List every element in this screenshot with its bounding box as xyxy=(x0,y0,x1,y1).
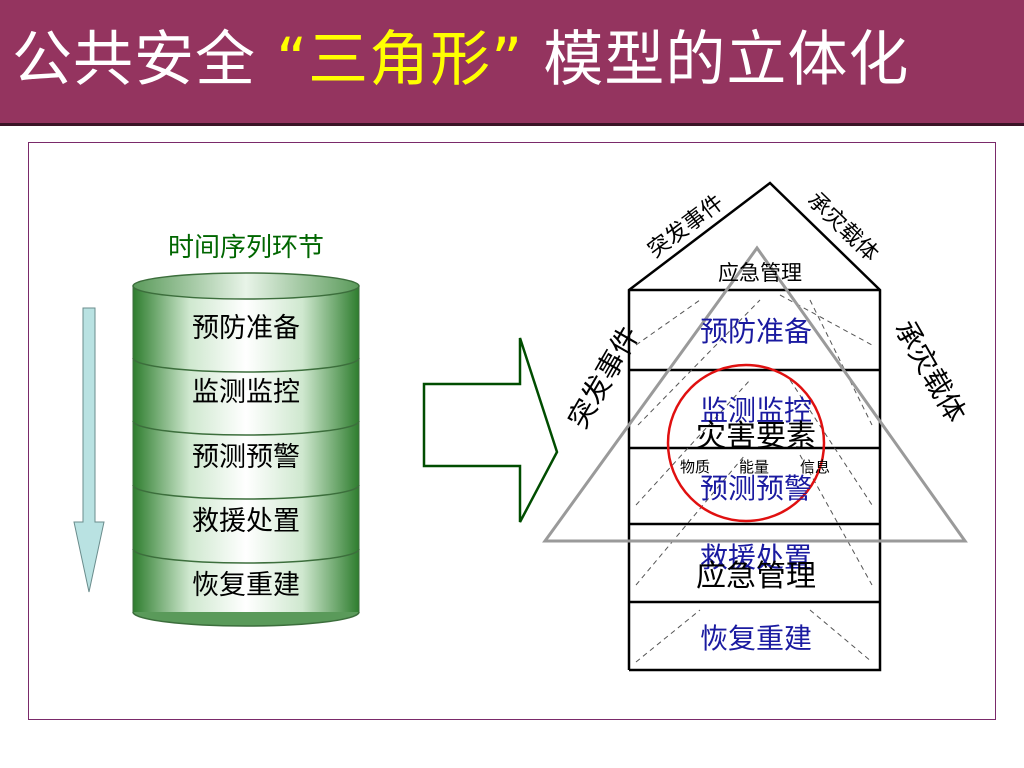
dashed-line xyxy=(635,379,751,506)
right-arrow xyxy=(422,337,559,523)
roof-label: 应急管理 xyxy=(718,261,802,285)
content-frame xyxy=(28,142,996,720)
timeline-cylinder: 预防准备 监测监控 预测预警 救援处置 恢复重建 xyxy=(132,272,360,627)
triangle-bottom-label: 应急管理 xyxy=(696,559,816,594)
dashed-line xyxy=(635,609,701,663)
cylinder-bottom xyxy=(132,611,360,627)
hazard-circle xyxy=(666,363,826,523)
cylinder-top xyxy=(132,272,360,300)
dashed-line xyxy=(637,299,761,426)
roof-left-label: 突发事件 xyxy=(643,190,728,263)
timeline-stage: 监测监控 xyxy=(192,377,300,408)
cylinder-body xyxy=(133,286,359,612)
slide-title: 公共安全 “三角形” 模型的立体化 xyxy=(12,22,909,98)
dashed-line xyxy=(635,299,701,346)
house-stage: 救援处置 xyxy=(700,541,812,574)
cylinder-divider xyxy=(132,484,360,500)
element-label: 能量 xyxy=(739,458,769,476)
right-side-label: 承灾载体 xyxy=(888,314,973,428)
cylinder-divider xyxy=(132,420,360,436)
house-stage: 监测监控 xyxy=(700,394,812,427)
triangle-center-label: 灾害要素 xyxy=(696,419,816,454)
dashed-line xyxy=(635,454,746,586)
hazard-triangle xyxy=(542,245,968,543)
dashed-line xyxy=(809,299,873,426)
timeline-stage: 预测预警 xyxy=(192,442,300,473)
cylinder-divider xyxy=(132,548,360,564)
house-stage: 预测预警 xyxy=(700,472,812,505)
timeline-heading: 时间序列环节 xyxy=(168,233,324,263)
dashed-lines xyxy=(635,294,873,663)
title-bar: 公共安全 “三角形” 模型的立体化 xyxy=(0,0,1024,126)
dashed-line xyxy=(789,379,873,506)
house-diagram: 应急管理 突发事件 承灾载体 突发事件 承灾载体 预防准备 监测监控 预测预警 … xyxy=(542,181,973,672)
title-part-3: 模型的立体化 xyxy=(543,25,910,95)
title-highlight: “三角形” xyxy=(276,25,524,95)
timeline-stage: 恢复重建 xyxy=(192,570,300,601)
element-label: 信息 xyxy=(800,458,830,476)
timeline-stage: 预防准备 xyxy=(192,313,300,344)
dashed-line xyxy=(809,609,873,663)
house-stage: 预防准备 xyxy=(700,315,812,348)
element-label: 物质 xyxy=(680,458,710,476)
house-outline xyxy=(627,181,882,672)
down-arrow xyxy=(73,307,105,593)
title-part-1: 公共安全 xyxy=(12,25,256,95)
cylinder-divider xyxy=(132,357,360,373)
timeline-stage: 救援处置 xyxy=(192,506,300,537)
house-stage: 恢复重建 xyxy=(700,622,812,655)
dashed-line xyxy=(799,454,873,586)
